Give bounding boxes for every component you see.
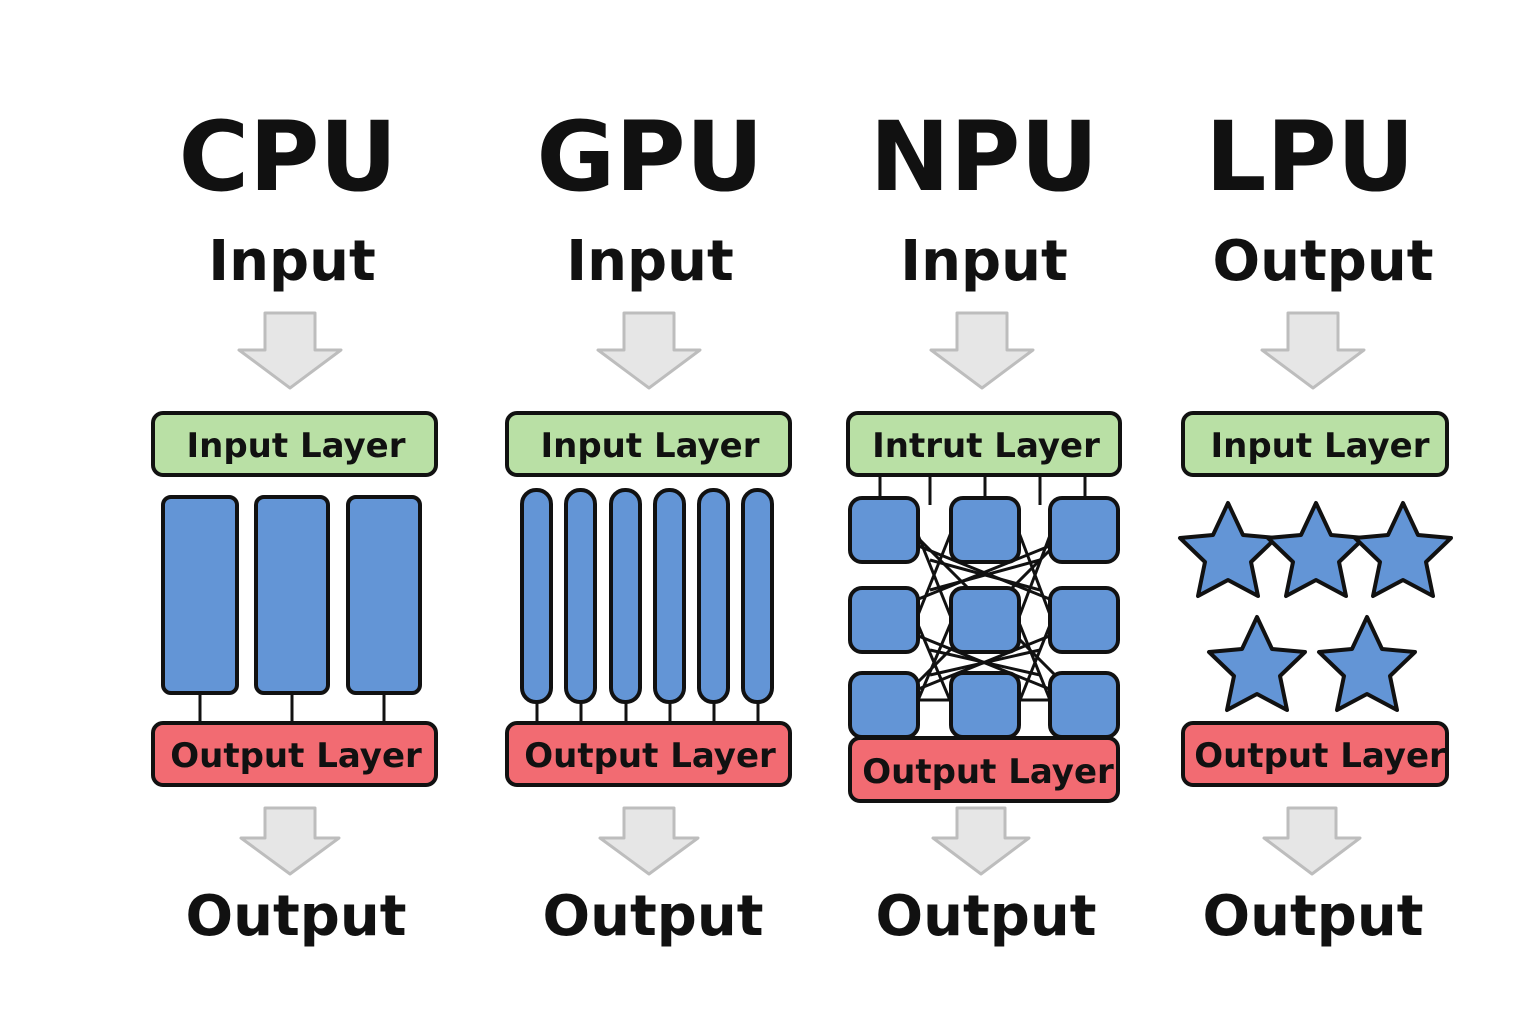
gpu-input-label: Input	[566, 229, 733, 294]
gpu-down-arrow-top	[596, 311, 702, 390]
lpu-down-arrow-bottom	[1262, 806, 1362, 876]
cpu-input-layer-label: Input Layer	[186, 426, 405, 466]
gpu-down-arrow-bottom	[598, 806, 700, 876]
star-icon	[1178, 501, 1278, 598]
gpu-input-layer-box	[505, 411, 792, 477]
npu-input-label: Input	[900, 229, 1067, 294]
lpu-output-layer-label: Output Layer	[1194, 736, 1446, 776]
npu-node	[949, 496, 1021, 564]
npu-wire	[929, 558, 1041, 592]
cpu-output-label: Output	[186, 884, 407, 949]
gpu-title: GPU	[536, 101, 763, 213]
cpu-core-blocks	[161, 495, 422, 723]
cpu-down-arrow-bottom	[239, 806, 341, 876]
cpu-input-label: Input	[208, 229, 375, 294]
cpu-down-arrow-top	[237, 311, 343, 390]
npu-processing-nodes	[848, 496, 1120, 739]
npu-wire	[914, 529, 954, 621]
npu-wire	[914, 619, 954, 706]
npu-node	[848, 586, 920, 654]
star-icon	[1266, 501, 1366, 598]
star-icon	[1353, 501, 1453, 598]
lpu-down-arrow-top	[1260, 311, 1366, 390]
gpu-core-pill	[653, 488, 686, 704]
npu-wire	[929, 648, 1041, 677]
npu-node	[1048, 671, 1120, 739]
gpu-output-layer-box	[505, 721, 792, 787]
cpu-column: CPU Input Input Layer Output Layer Outpu…	[151, 101, 438, 949]
npu-input-layer-label: Intrut Layer	[872, 426, 1100, 466]
npu-down-arrow-top	[929, 311, 1035, 390]
npu-column: NPU Input Intrut Layer	[846, 101, 1122, 949]
npu-node	[1048, 496, 1120, 564]
gpu-core-pill	[520, 488, 553, 704]
cpu-core-block	[161, 495, 239, 695]
cpu-output-layer-label: Output Layer	[170, 736, 422, 776]
cpu-output-layer-box	[151, 721, 438, 787]
lpu-star-units	[1178, 501, 1453, 712]
npu-node	[848, 496, 920, 564]
npu-node	[848, 671, 920, 739]
npu-wire	[1016, 529, 1054, 621]
npu-wire	[915, 543, 1053, 602]
npu-title: NPU	[870, 101, 1099, 213]
gpu-core-pills	[520, 488, 774, 723]
gpu-output-label: Output	[543, 884, 764, 949]
cpu-core-block	[346, 495, 422, 695]
gpu-core-pill	[697, 488, 730, 704]
lpu-output-label: Output	[1203, 884, 1424, 949]
cpu-core-block	[254, 495, 330, 695]
star-icon	[1207, 615, 1307, 712]
lpu-output-layer-box	[1181, 721, 1449, 787]
cpu-input-layer-box	[151, 411, 438, 477]
npu-node	[949, 586, 1021, 654]
npu-down-arrow-bottom	[931, 806, 1031, 876]
npu-node	[949, 671, 1021, 739]
gpu-core-pill	[609, 488, 642, 704]
lpu-input-layer-box	[1181, 411, 1449, 477]
cpu-title: CPU	[179, 101, 398, 213]
gpu-core-pill	[564, 488, 597, 704]
lpu-input-layer-label: Input Layer	[1210, 426, 1429, 466]
npu-output-label: Output	[876, 884, 1097, 949]
npu-node	[1048, 586, 1120, 654]
gpu-input-layer-label: Input Layer	[540, 426, 759, 466]
gpu-column: GPU Input Input Layer Output Layer Outpu…	[505, 101, 792, 949]
gpu-core-pill	[741, 488, 774, 704]
lpu-top-label: Output	[1213, 229, 1434, 294]
npu-output-layer-label: Output Layer	[862, 752, 1114, 792]
lpu-title: LPU	[1205, 101, 1414, 213]
npu-wire	[1016, 619, 1054, 706]
star-icon	[1317, 615, 1417, 712]
lpu-column: LPU Output Input Layer Output Layer Outp…	[1178, 101, 1453, 949]
gpu-output-layer-label: Output Layer	[524, 736, 776, 776]
